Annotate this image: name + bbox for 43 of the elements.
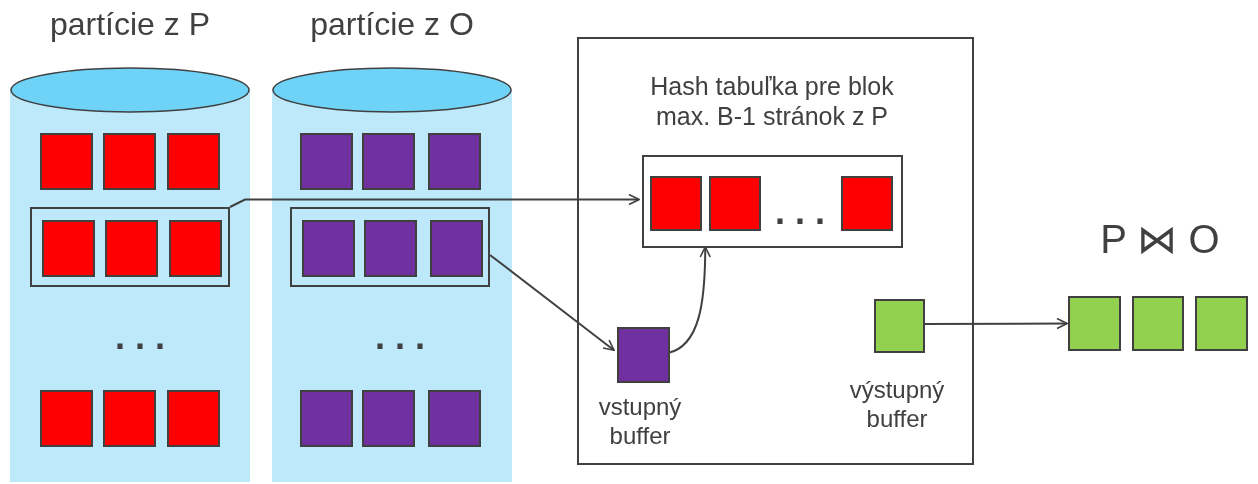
result-page bbox=[1132, 296, 1184, 351]
arrow bbox=[922, 317, 1068, 330]
page-square bbox=[428, 390, 481, 447]
buffer-page bbox=[874, 299, 925, 353]
ellipsis-dots: . . . bbox=[114, 315, 166, 359]
ellipsis-dots: . . . bbox=[374, 315, 426, 359]
hash-table-frame bbox=[642, 155, 903, 248]
page-square bbox=[103, 390, 156, 447]
page-square bbox=[362, 133, 415, 190]
cylinder-heading: partície z O bbox=[309, 5, 475, 44]
buffer-caption: výstupný buffer bbox=[848, 376, 946, 434]
page-square bbox=[428, 133, 481, 190]
buffer-page bbox=[617, 327, 670, 383]
cylinder-heading: partície z P bbox=[48, 5, 212, 44]
block-outline bbox=[290, 207, 490, 287]
hash-table-heading: Hash tabuľka pre blok max. B-1 stránok z P bbox=[649, 71, 895, 131]
page-square bbox=[103, 133, 156, 190]
page-square bbox=[650, 176, 702, 231]
page-square bbox=[40, 133, 93, 190]
join-label: P ⋈ O bbox=[1099, 216, 1221, 263]
block-outline bbox=[30, 207, 230, 287]
buffer-caption: vstupný buffer bbox=[597, 393, 683, 451]
page-square bbox=[362, 390, 415, 447]
page-square bbox=[364, 220, 417, 277]
memory-frame bbox=[577, 37, 974, 465]
ellipsis-dots: . . . bbox=[774, 190, 826, 234]
page-square bbox=[300, 390, 353, 447]
page-square bbox=[841, 176, 893, 231]
page-square bbox=[169, 220, 222, 277]
result-page bbox=[1195, 296, 1248, 351]
result-page bbox=[1068, 296, 1121, 351]
page-square bbox=[105, 220, 158, 277]
arrow bbox=[667, 246, 711, 354]
page-square bbox=[167, 133, 220, 190]
arrow bbox=[489, 254, 615, 352]
page-square bbox=[42, 220, 95, 277]
page-square bbox=[300, 133, 353, 190]
arrow bbox=[229, 193, 640, 208]
page-square bbox=[709, 176, 761, 231]
page-square bbox=[167, 390, 220, 447]
page-square bbox=[40, 390, 93, 447]
page-square bbox=[302, 220, 355, 277]
page-square bbox=[430, 220, 483, 277]
